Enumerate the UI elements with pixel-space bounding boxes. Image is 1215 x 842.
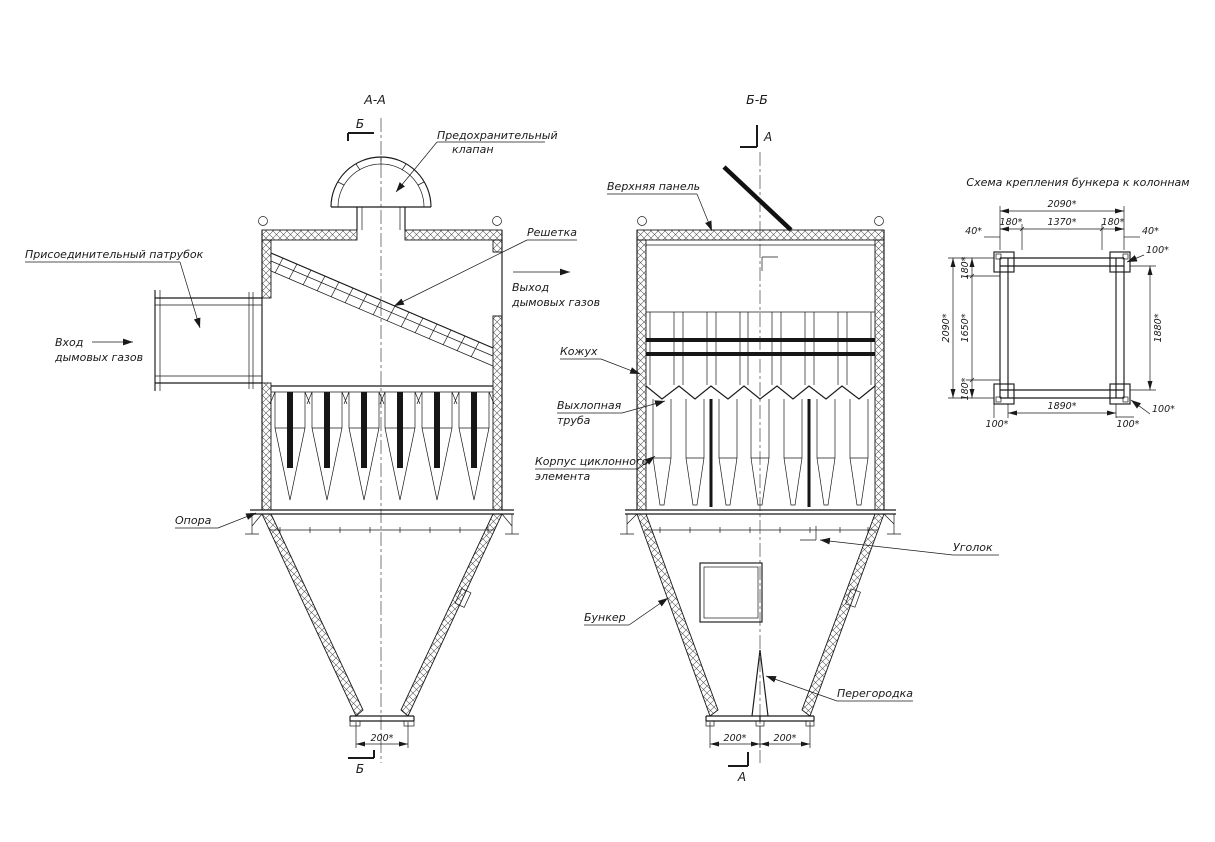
section-letter: А — [737, 770, 746, 784]
label-cyclone-body-line1: Корпус циклонного — [535, 455, 649, 468]
aa-labels: Предохранительный клапан Решетка Присоед… — [25, 129, 600, 529]
view-aa: А-А Б — [25, 92, 600, 776]
section-letter: А — [763, 130, 772, 144]
dim-right-side: 1880* — [1153, 313, 1164, 342]
bb-dimensions-200: 200* 200* — [709, 722, 811, 748]
view-bb-title: Б-Б — [746, 92, 768, 107]
dim-bottom-left: 100* — [986, 419, 1009, 430]
view-aa-title: А-А — [363, 92, 386, 107]
dim-left-overall: 2090* — [941, 313, 952, 342]
label-gas-inlet-line2: дымовых газов — [54, 351, 143, 364]
scheme-dimensions-top: 2090* 180* 1370* 180* 40* 40* 100* — [965, 199, 1169, 263]
aa-section-marker-top: Б — [347, 117, 374, 141]
dim-bottom-right-inner: 100* — [1117, 419, 1140, 430]
label-inlet-pipe: Присоединительный патрубок — [25, 248, 204, 261]
dim-bottom-center: 1890* — [1048, 401, 1077, 412]
label-gas-inlet-line1: Вход — [55, 336, 83, 349]
dim-top-right: 180* — [1102, 217, 1125, 228]
label-exhaust-pipe-line2: труба — [557, 414, 591, 427]
bb-tube-sheet-zigzag — [645, 385, 876, 400]
bb-cyclone-block — [645, 311, 876, 507]
label-cyclone-body-line2: элемента — [535, 470, 591, 483]
label-grate: Решетка — [527, 226, 577, 239]
bb-partition — [751, 649, 769, 717]
bb-angle-bracket — [800, 526, 817, 541]
aa-inlet-duct — [154, 290, 262, 391]
dim-top-center: 1370* — [1048, 217, 1077, 228]
aa-tube-sheet — [271, 385, 493, 393]
label-hopper: Бункер — [584, 611, 626, 624]
section-letter: Б — [356, 762, 364, 776]
aa-grate — [270, 252, 494, 367]
scheme-title: Схема крепления бункера к колоннам — [966, 176, 1189, 189]
bb-support-ring — [620, 509, 901, 541]
bb-body-shell — [636, 216, 885, 511]
aa-section-marker-bottom: Б — [348, 750, 375, 776]
aa-hopper — [261, 513, 503, 727]
dim-left-center: 1650* — [960, 313, 971, 342]
bb-labels: Верхняя панель Кожух Выхлопная труба Кор… — [535, 180, 999, 702]
label-exhaust-pipe-line1: Выхлопная — [557, 399, 622, 412]
dim-top-overall: 2090* — [1048, 199, 1077, 210]
aa-safety-valve — [330, 156, 432, 230]
section-letter: Б — [356, 117, 364, 131]
label-support: Опора — [175, 514, 212, 527]
label-top-panel: Верхняя панель — [607, 180, 700, 193]
bb-hopper-port — [845, 588, 861, 608]
aa-dim-outlet: 200* — [371, 733, 394, 744]
mounting-scheme: Схема крепления бункера к колоннам 2090*… — [941, 176, 1190, 430]
label-gas-outlet-line2: дымовых газов — [511, 296, 600, 309]
aa-support-ring — [245, 509, 519, 535]
label-gas-outlet-line1: Выход — [512, 281, 549, 294]
bb-access-door — [699, 562, 763, 623]
dim-far-right: 40* — [1142, 226, 1159, 237]
aa-dimension-200: 200* — [355, 722, 409, 748]
dim-top-left: 180* — [1000, 217, 1023, 228]
aa-cyclone-elements — [269, 391, 495, 501]
scheme-dimensions-left: 180* 1650* 180* 2090* — [941, 256, 1000, 400]
scheme-dimensions-bottom: 1890* 100* 100* 100* — [986, 399, 1175, 430]
bb-dim-outlet-left: 200* — [724, 733, 747, 744]
bb-dim-outlet-right: 200* — [774, 733, 797, 744]
bb-section-marker-top: А — [740, 125, 772, 148]
bb-section-marker-bottom: А — [728, 752, 749, 784]
label-safety-valve-line2: клапан — [452, 143, 494, 156]
bb-hopper — [636, 513, 885, 727]
bb-roof-stay — [722, 165, 793, 232]
label-angle: Уголок — [953, 541, 993, 554]
aa-body-shell — [258, 216, 503, 511]
bb-section-trace-upper — [761, 256, 778, 271]
label-partition: Перегородка — [837, 687, 913, 700]
view-bb: Б-Б А — [535, 92, 999, 784]
dim-far-left: 40* — [965, 226, 982, 237]
label-safety-valve-line1: Предохранительный — [437, 129, 558, 142]
dim-right-top: 100* — [1146, 245, 1169, 256]
dim-bottom-right-outer: 100* — [1152, 404, 1175, 415]
aa-hopper-port — [454, 588, 472, 608]
scheme-frame — [993, 251, 1131, 405]
label-casing: Кожух — [560, 345, 598, 358]
scheme-dimensions-right: 1880* — [1130, 265, 1164, 391]
dim-left-bottom: 180* — [960, 377, 971, 400]
dim-left-top: 180* — [960, 256, 971, 279]
